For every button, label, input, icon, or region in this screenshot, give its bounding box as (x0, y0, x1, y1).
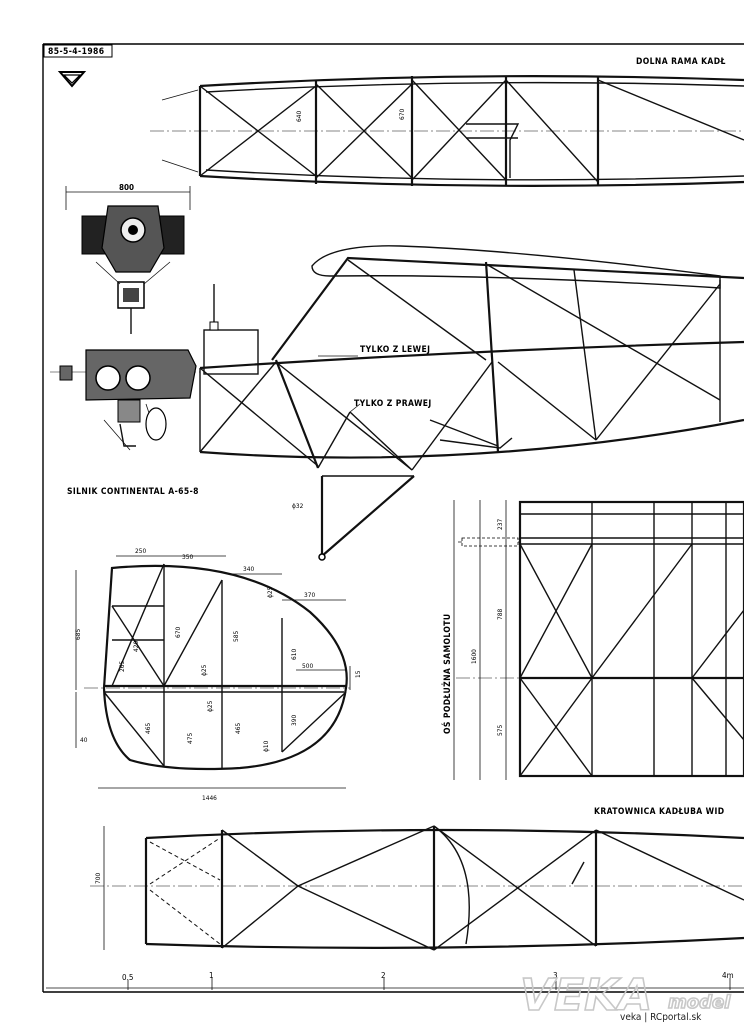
scale-1: 1 (209, 971, 214, 980)
watermark: VEKA model veka | RCportal.sk (519, 969, 732, 1023)
watermark-credit: veka | RCportal.sk (620, 1012, 702, 1023)
longitudinal-axis-label: OŚ PODŁUŻNA SAMOLOTU (441, 614, 453, 735)
dim-788: 788 (496, 609, 504, 620)
dim-670: 670 (398, 109, 406, 120)
dim-370: 370 (304, 591, 315, 599)
dim-610: 610 (290, 649, 298, 660)
fuselage-truss-title: KRATOWNICA KADŁUBA WID (594, 807, 725, 817)
date-code: 85-5-4-1986 (48, 47, 105, 57)
triangle-symbol-icon (57, 71, 87, 88)
dim-40: 40 (80, 736, 88, 744)
dim-phi25-a: ϕ25 (266, 586, 274, 598)
dim-350: 350 (182, 553, 193, 561)
sheet-frame: 85-5-4-1986 (42, 43, 744, 993)
fuselage-section-view: OŚ PODŁUŻNA SAMOLOTU 237 788 1600 575 (441, 500, 744, 780)
watermark-brand: VEKA (520, 970, 652, 1021)
right-only-label: TYLKO Z PRAWEJ (354, 399, 432, 409)
dim-575: 575 (496, 725, 504, 736)
dim-670: 670 (174, 627, 182, 638)
dim-1446: 1446 (202, 794, 217, 802)
dim-465b: 465 (234, 723, 242, 734)
dim-phi25-c: ϕ25 (206, 700, 214, 712)
dim-15: 15 (354, 670, 362, 678)
dim-390: 390 (290, 715, 298, 726)
dim-500: 500 (302, 662, 313, 670)
dim-700: 700 (94, 873, 102, 884)
fuselage-truss-drawing: KRATOWNICA KADŁUBA WID 700 (90, 807, 744, 951)
dim-340: 340 (243, 565, 254, 573)
dim-237: 237 (496, 519, 504, 530)
fuselage-side-view: TYLKO Z LEWEJ TYLKO Z PRAWEJ ϕ32 (199, 245, 744, 561)
dim-1600: 1600 (470, 649, 478, 664)
dim-465a: 465 (144, 723, 152, 734)
dim-420: 420 (132, 641, 140, 652)
dim-585: 585 (232, 631, 240, 642)
dim-640: 640 (295, 111, 303, 122)
dim-phi25-b: ϕ25 (200, 664, 208, 676)
dim-250: 250 (135, 547, 146, 555)
watermark-brand-sub: model (668, 992, 731, 1013)
dim-800: 800 (119, 183, 134, 192)
dim-685: 685 (74, 629, 82, 640)
engine-front-view: 800 (65, 183, 191, 334)
dim-phi10: ϕ10 (262, 740, 270, 752)
bottom-frame-title: DOLNA RAMA KADŁ (636, 57, 726, 67)
scale-05: 0.5 (122, 973, 133, 982)
dim-phi32: ϕ32 (292, 502, 304, 510)
dim-265: 265 (118, 661, 126, 672)
bottom-frame-drawing: DOLNA RAMA KADŁ 640 670 (150, 57, 744, 187)
tailplane-drawing: 250 350 340 370 685 670 585 610 500 420 … (74, 547, 362, 802)
scale-bar: 0.5 1 2 3 4m (46, 971, 744, 990)
scale-3: 3 (553, 971, 558, 980)
engine-label: SILNIK CONTINENTAL A-65-8 (67, 487, 199, 497)
scale-4m: 4m (722, 971, 734, 980)
left-only-label: TYLKO Z LEWEJ (360, 345, 430, 355)
engine-side-view: SILNIK CONTINENTAL A-65-8 (50, 349, 200, 497)
dim-475: 475 (186, 733, 194, 744)
scale-2: 2 (381, 971, 386, 980)
